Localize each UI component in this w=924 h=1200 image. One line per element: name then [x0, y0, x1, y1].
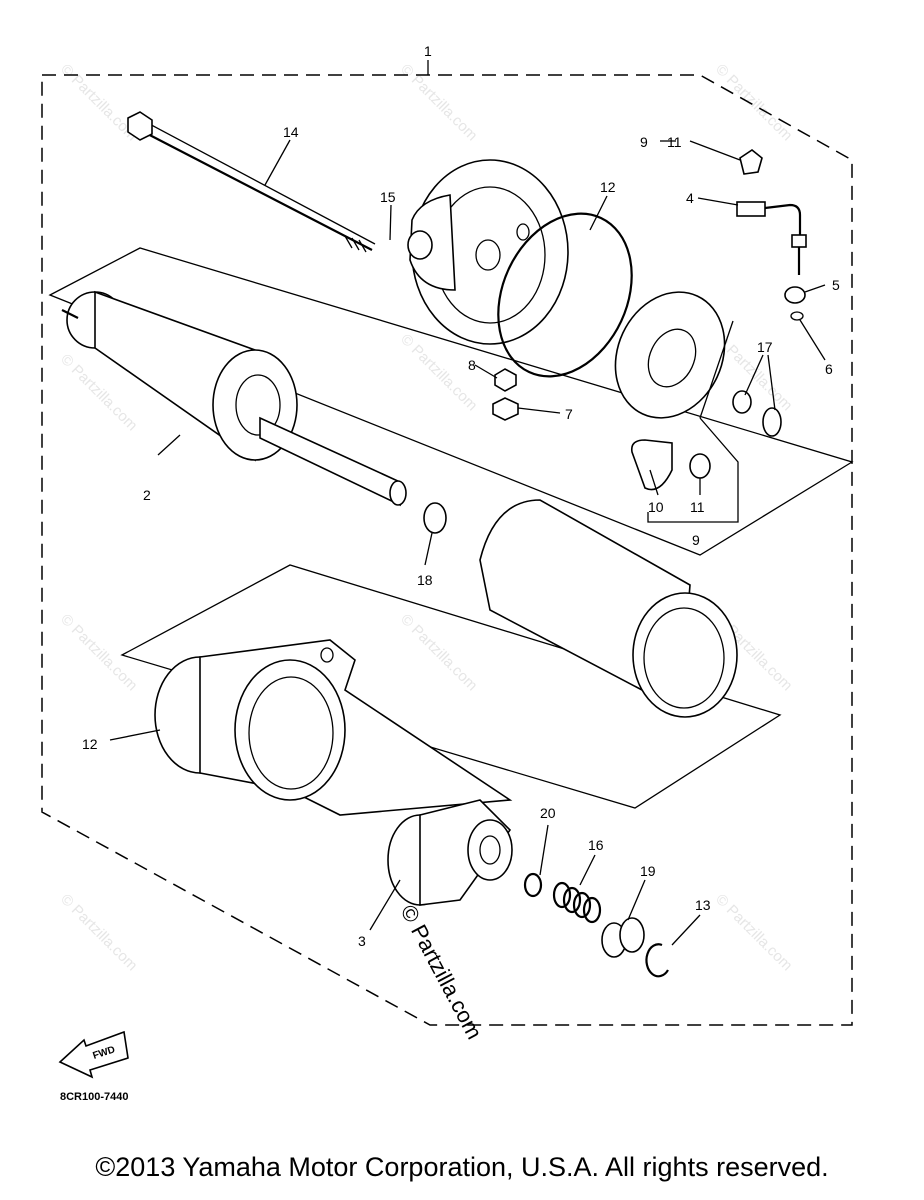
stopper-19	[601, 917, 645, 958]
callout-6: 6	[825, 361, 833, 377]
callout-11-top: 11	[667, 134, 682, 150]
brush-spring-11-top	[739, 149, 763, 175]
clutch-3	[387, 799, 513, 906]
o-ring-6	[790, 311, 804, 321]
callout-1: 1	[424, 43, 432, 59]
yoke	[479, 499, 738, 718]
washer-17a	[732, 390, 752, 414]
watermark-partzilla: © Partzilla.com	[396, 901, 488, 1044]
callout-8: 8	[468, 357, 476, 373]
callout-3: 3	[358, 933, 366, 949]
callout-19: 19	[640, 863, 656, 879]
starter-motor-diagram: © Partzilla.com © Partzilla.com © Partzi…	[41, 43, 854, 1103]
callout-16: 16	[588, 837, 604, 853]
copyright-notice: ©2013 Yamaha Motor Corporation, U.S.A. A…	[95, 1152, 829, 1182]
callout-5: 5	[832, 277, 840, 293]
watermark-tile: © Partzilla.com	[57, 611, 140, 694]
leader-lines	[109, 60, 826, 946]
yoke-group-plane	[120, 564, 782, 809]
watermark-tile: © Partzilla.com	[397, 611, 480, 694]
fwd-arrow-icon: FWD	[58, 1030, 129, 1079]
callout-18: 18	[417, 572, 433, 588]
armature-group-plane	[48, 247, 854, 556]
callout-15: 15	[380, 189, 396, 205]
brush-lead-4	[736, 201, 807, 275]
callout-9-top: 9	[640, 134, 648, 150]
callout-7: 7	[565, 406, 573, 422]
washer-18	[423, 502, 447, 534]
circlip-20	[523, 872, 543, 898]
callout-10: 10	[648, 499, 664, 515]
watermark-tile: © Partzilla.com	[57, 891, 140, 974]
brush-holder-plate	[614, 291, 726, 419]
washer-5	[784, 286, 806, 304]
o-ring-12-top	[497, 212, 633, 378]
callout-12-top: 12	[600, 179, 616, 195]
callout-9: 9	[692, 532, 700, 548]
callout-2: 2	[143, 487, 151, 503]
callout-4: 4	[686, 190, 694, 206]
callout-11: 11	[690, 499, 705, 515]
circlip-13	[645, 943, 669, 978]
rear-cover	[407, 159, 569, 345]
spring-16	[552, 881, 602, 924]
watermark-tile: © Partzilla.com	[712, 61, 795, 144]
callout-13: 13	[695, 897, 711, 913]
callout-17: 17	[757, 339, 773, 355]
watermark-tile: © Partzilla.com	[712, 891, 795, 974]
callout-14: 14	[283, 124, 299, 140]
washer-17b	[762, 407, 782, 437]
front-cover	[154, 639, 513, 816]
callout-labels: 1 2 3 4 5 6 7 8 9 9 10 11 11 12 12 13 14…	[82, 43, 840, 949]
assembly-boundary	[41, 74, 853, 1026]
nut-8	[494, 368, 517, 392]
brush-spring-11	[689, 453, 711, 479]
callout-20: 20	[540, 805, 556, 821]
callout-12: 12	[82, 736, 98, 752]
armature-2	[61, 290, 407, 507]
through-bolt-14	[127, 111, 376, 253]
brush-10	[630, 439, 673, 491]
watermark-tile: © Partzilla.com	[397, 61, 480, 144]
diagram-code: 8CR100-7440	[60, 1091, 129, 1103]
nut-7	[492, 397, 519, 421]
